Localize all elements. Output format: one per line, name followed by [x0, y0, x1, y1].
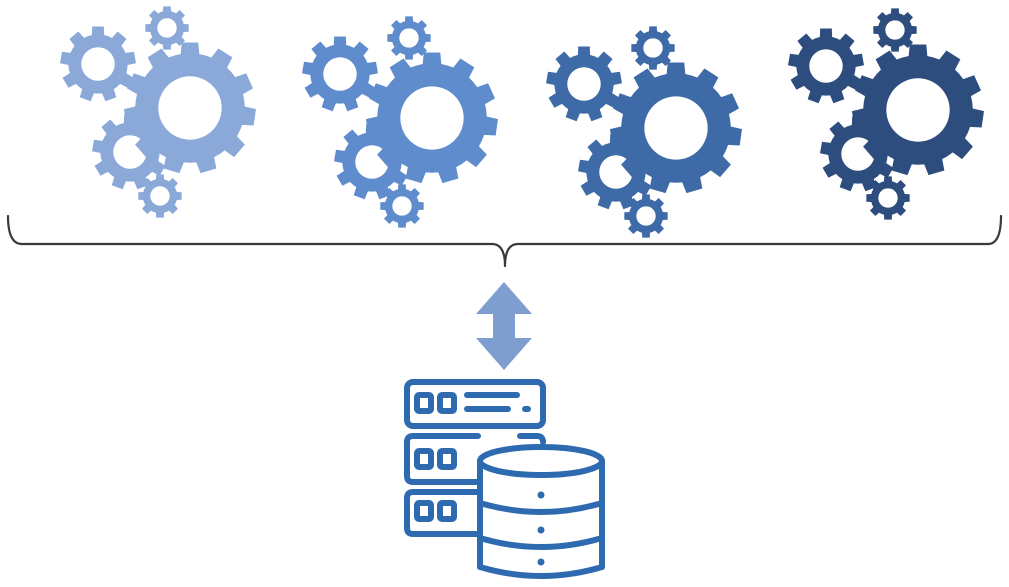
server-database-icon	[404, 379, 605, 579]
small-gear-icon	[387, 16, 431, 60]
gears-row	[60, 6, 984, 238]
large-gear-icon	[366, 52, 498, 184]
medium-gear-icon	[60, 26, 136, 102]
gear-cluster-2	[302, 16, 498, 228]
small-gear-icon	[624, 194, 668, 238]
medium-gear-icon	[302, 36, 378, 112]
medium-gear-icon	[334, 124, 410, 200]
curly-brace-icon	[6, 214, 1003, 268]
medium-gear-icon	[788, 28, 864, 104]
large-gear-icon	[124, 42, 256, 174]
small-gear-icon	[145, 6, 189, 50]
medium-gear-icon	[546, 46, 622, 122]
medium-gear-icon	[578, 134, 654, 210]
small-gear-icon	[631, 26, 675, 70]
medium-gear-icon	[92, 114, 168, 190]
gear-cluster-1	[60, 6, 256, 218]
large-gear-icon	[610, 62, 742, 194]
small-gear-icon	[866, 176, 910, 220]
large-gear-icon	[852, 44, 984, 176]
double-arrow-icon	[476, 282, 532, 370]
gear-cluster-4	[788, 8, 984, 220]
small-gear-icon	[138, 174, 182, 218]
small-gear-icon	[380, 184, 424, 228]
gear-cluster-3	[546, 26, 742, 238]
small-gear-icon	[873, 8, 917, 52]
medium-gear-icon	[820, 116, 896, 192]
